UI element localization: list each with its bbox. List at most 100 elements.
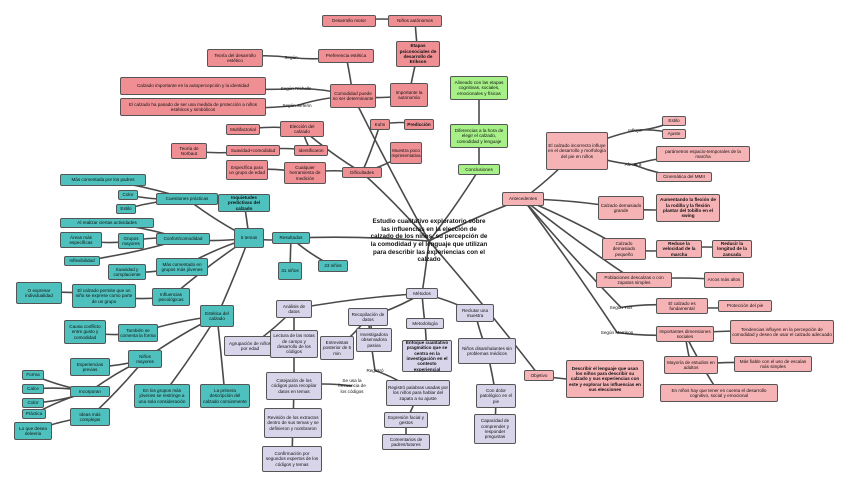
label-registro: Registró xyxy=(366,367,384,373)
node-ideas-complejas[interactable]: Ideas más complejas xyxy=(70,408,110,426)
node-cinematica-mmii[interactable]: Cinemática del MMII xyxy=(656,172,712,182)
node-arcos-altos[interactable]: Arcos más altos xyxy=(704,272,744,288)
node-comodidad-determinante[interactable]: Comodidad puede no ser determinante xyxy=(330,84,376,108)
node-grupos-mayores[interactable]: Grupos mayores xyxy=(118,233,144,249)
node-estetica-calzado[interactable]: Estética del calzado xyxy=(200,305,234,327)
node-areas-especificas[interactable]: Áreas más específicas xyxy=(60,232,102,248)
node-alineado-etapas[interactable]: Alineado con las etapas cognitivas, soci… xyxy=(450,76,508,100)
node-importante-autonomia[interactable]: Importante la autonomía xyxy=(390,83,428,107)
node-desarrollo-motor[interactable]: Desarrollo motor xyxy=(322,15,376,27)
node-etapas-erikson[interactable]: Etapas psicosociales de desarrollo de Er… xyxy=(396,41,440,67)
node-calzado-grande[interactable]: Calzado demasiado grande xyxy=(598,196,644,220)
node-inflexibilidad[interactable]: Inflexibilidad xyxy=(64,256,100,266)
node-calzado-autopercepcion[interactable]: Calzado importante en la autopercepción … xyxy=(120,77,266,95)
node-confort-comodidad[interactable]: Confort/comodidad xyxy=(156,233,210,245)
node-cuestiones-practicas[interactable]: Cuestiones prácticas xyxy=(156,193,218,205)
node-eleccion-calzado[interactable]: Elección del calzado xyxy=(280,121,324,137)
node-calzado-fundamental[interactable]: El calzado es fundamental xyxy=(656,298,708,314)
node-muestra-representativa[interactable]: Muestra poco representativa xyxy=(390,142,422,164)
node-resultados[interactable]: Resultados xyxy=(272,232,310,244)
node-grupos-jovenes[interactable]: En los grupos más jóvenes se restringe a… xyxy=(134,384,190,408)
node-agrupacion-edad[interactable]: Agrupación de niños por edad xyxy=(224,336,276,356)
node-analisis-datos[interactable]: Análisis de datos xyxy=(276,300,312,318)
node-calzado-permite[interactable]: El calzado permite que un niño se expres… xyxy=(72,284,136,308)
node-multifactorial[interactable]: Multifactorial xyxy=(226,124,260,135)
node-identificaron[interactable]: Identificaron xyxy=(294,145,328,156)
node-preferencia-estetica[interactable]: Preferencia estética xyxy=(318,49,374,63)
node-color-2[interactable]: Color xyxy=(22,398,44,408)
connector-s1-s19 xyxy=(522,198,618,333)
node-objetivo-descripcion[interactable]: Describir el lenguaje que usan los niños… xyxy=(566,360,644,398)
node-prediccion[interactable]: Predicción xyxy=(404,119,434,130)
node-23-ninos[interactable]: 23 niños xyxy=(318,260,348,272)
node-entrevistas[interactable]: Entrevistas posterior de 5 min xyxy=(320,336,354,360)
node-calzado-incorrecto[interactable]: El calzado incorrecto influye en el desa… xyxy=(546,132,608,170)
node-parametros-marcha[interactable]: parámetros espacio-temporales de la marc… xyxy=(656,146,750,162)
node-ninos-autonomos[interactable]: Niños autónomos xyxy=(388,15,442,27)
node-teoria-norbaut[interactable]: Teoría de Norbaut xyxy=(171,143,207,159)
node-reduce-velocidad[interactable]: Reduce la velocidad de la marcha xyxy=(656,240,702,258)
node-mas-fiable[interactable]: Más fiable con el uso de escalas más sim… xyxy=(734,356,812,372)
node-aumentando-flexion[interactable]: Aumentando la flexión de la rodilla y la… xyxy=(656,194,720,222)
node-poblaciones-descalzas[interactable]: Poblaciones descalzas o con zapatos simp… xyxy=(596,272,672,288)
node-inquietudes-predictivas[interactable]: Inquietudes predictivas del calzado xyxy=(218,194,270,212)
node-ninos-mayores[interactable]: Niños mayores xyxy=(128,350,162,368)
node-lectura-notas[interactable]: Lectura de las notas de campo y desarrol… xyxy=(270,330,318,358)
node-recopilacion-datos[interactable]: Recopilación de datos xyxy=(348,308,388,326)
node-forma[interactable]: Forma xyxy=(22,370,44,380)
node-mas-comentada-padres[interactable]: Más comentada por los padres xyxy=(60,174,146,186)
node-influencias-psicologicas[interactable]: Influencias psicológicas xyxy=(152,288,190,306)
node-tambien-forma[interactable]: También se comenta la forma xyxy=(118,324,158,342)
node-mas-comentado-jovenes[interactable]: Más comentado en grupos más jóvenes xyxy=(156,258,208,276)
node-suavidad-comodidad[interactable]: Suavidad+comodidad xyxy=(226,145,280,156)
node-revision-extractos[interactable]: Revisión de los extractos dentro de sus … xyxy=(264,408,322,438)
node-dimensiones-sociales[interactable]: Importantes dimensiones sociales xyxy=(656,326,714,342)
node-causa-conflicto[interactable]: Causa conflicto entre gusto y comodidad xyxy=(64,320,106,344)
node-antecedentes[interactable]: Antecedentes xyxy=(502,192,544,206)
node-expresar-individualidad[interactable]: O expresar individualidad xyxy=(16,282,62,304)
node-investigadora-pasiva[interactable]: Investigadora observadora pasiva xyxy=(356,328,392,352)
node-dificultades[interactable]: Dificultades xyxy=(342,167,382,178)
node-estilo-s[interactable]: Estilo xyxy=(662,116,686,126)
node-color[interactable]: Color xyxy=(118,190,138,200)
node-conclusiones[interactable]: Conclusiones xyxy=(458,164,500,175)
node-capacidad-comprender[interactable]: Capacidad de comprender y responder preg… xyxy=(474,414,516,444)
node-ninos-sin-problemas[interactable]: Niños disamhalantes sin problemas médico… xyxy=(458,338,516,364)
node-objetivo[interactable]: Objetivo xyxy=(524,370,554,381)
node-incorporan[interactable]: Incorporan xyxy=(70,386,110,397)
node-especifica-edad[interactable]: Específica para un grupo de edad xyxy=(226,160,268,180)
node-mayoria-adultos[interactable]: Mayoría de estudios en adultos xyxy=(664,356,718,374)
node-calce[interactable]: Calce xyxy=(22,384,44,394)
node-al-realizar[interactable]: Al realizar ciertas actividades xyxy=(60,218,154,228)
node-reduce-longitud[interactable]: Reducir la longitud de la zancada xyxy=(712,240,752,258)
node-expresion-facial[interactable]: Expresión facial y gestos xyxy=(384,412,428,428)
node-en-ninos-desarrollo[interactable]: En niños hay que tener en cuenta el desa… xyxy=(660,384,778,402)
node-ajuste[interactable]: Ajuste xyxy=(662,129,686,139)
node-5-temas[interactable]: 5 temas xyxy=(234,228,264,248)
node-suavidad-complaciente[interactable]: Suavidad y complaciente xyxy=(108,264,146,280)
node-proteccion-pie[interactable]: Protección del pie xyxy=(718,300,772,312)
node-kuhn[interactable]: Kuhn xyxy=(370,119,390,130)
node-enfoque-cualitativo[interactable]: Enfoque cualitativo pragmático que se ce… xyxy=(402,340,452,372)
node-calzado-medida[interactable]: El calzado ha pasado de ser una medida d… xyxy=(120,98,266,116)
node-primera-descripcion[interactable]: La primera descripción del calzado común… xyxy=(200,384,250,408)
node-tendencias[interactable]: Tendencias influyen en la percepción de … xyxy=(730,320,834,344)
connector-s1-s16 xyxy=(522,198,622,309)
node-31-ninos[interactable]: 31 niños xyxy=(278,262,302,280)
node-lo-que-desea[interactable]: Lo que desea deleeria xyxy=(14,422,52,440)
node-comentarios-padres[interactable]: Comentarios de padres/tutores xyxy=(382,434,430,450)
node-practica[interactable]: Práctica xyxy=(22,409,46,419)
node-metodologia[interactable]: Metodología xyxy=(406,318,444,329)
node-confirmacion-expertos[interactable]: Confirmación por segundos expertos de lo… xyxy=(262,446,322,472)
node-metodos[interactable]: Métodos xyxy=(406,288,438,299)
node-calzado-pequeno[interactable]: Calzado demasiado pequeño xyxy=(602,238,646,260)
node-herramienta-medicion[interactable]: Cualquier herramienta de medición xyxy=(284,162,326,184)
node-con-dolor[interactable]: Con dolor patológico en el pie xyxy=(476,384,516,408)
node-registro-palabras[interactable]: Registró palabras usadas por los niños p… xyxy=(386,380,450,406)
node-diferencias[interactable]: Diferencias a la hora de elegir el calza… xyxy=(450,124,508,148)
node-teoria-estetico[interactable]: Teoría del desarrollo estético xyxy=(207,49,263,67)
node-experiencias-previas[interactable]: Experiencias previas xyxy=(70,358,110,376)
node-cotejacion-codigos[interactable]: Cotejación de los códigos para recopilar… xyxy=(266,372,322,400)
node-estilo[interactable]: Estilo xyxy=(116,204,136,214)
node-reclutar-muestra[interactable]: Reclutar una muestra xyxy=(456,304,494,322)
